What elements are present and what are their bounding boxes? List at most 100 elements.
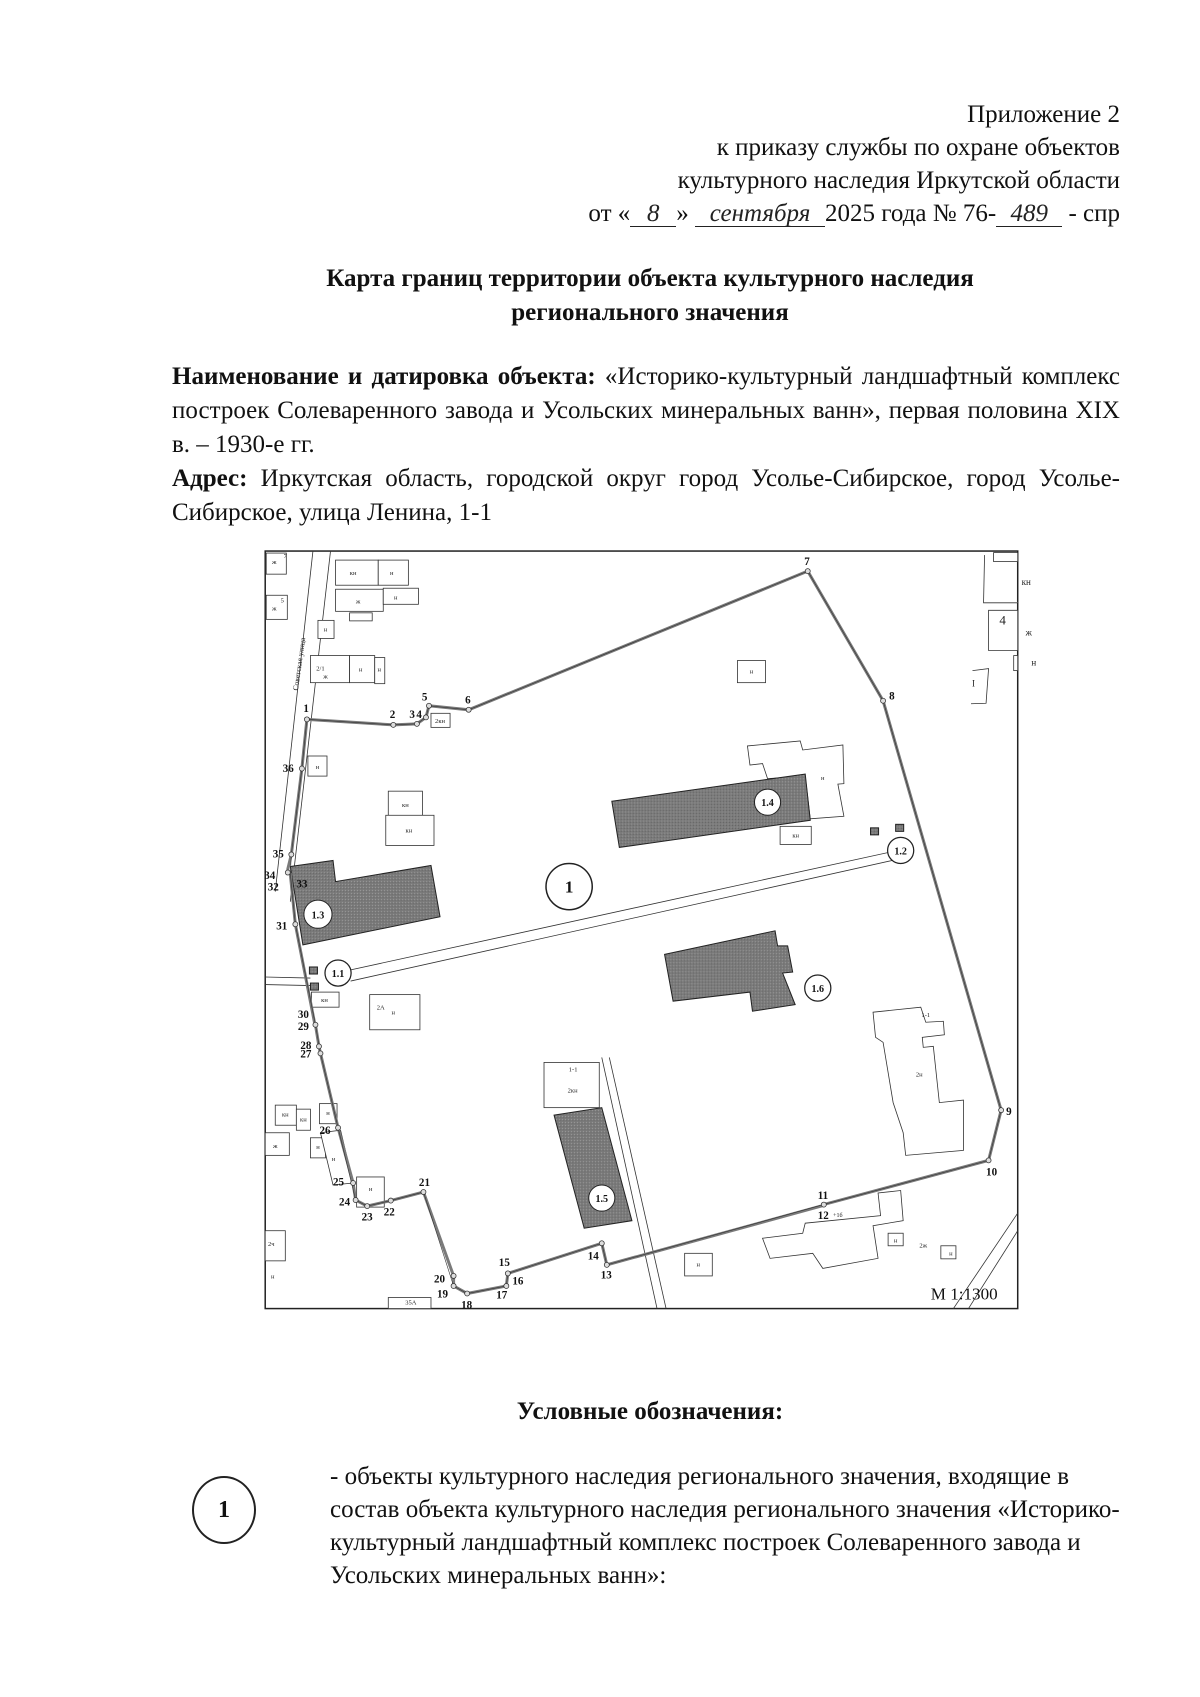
svg-text:1-1: 1-1 [921,1012,930,1019]
svg-text:2ж: 2ж [919,1242,927,1249]
svg-text:9: 9 [1006,1106,1012,1118]
svg-text:кн: кн [321,997,328,1004]
street-lines [265,551,1019,1309]
svg-text:5: 5 [422,692,428,704]
svg-text:4: 4 [416,709,422,721]
svg-text:н: н [394,594,398,601]
svg-text:4: 4 [999,612,1006,627]
svg-text:кн: кн [1022,577,1031,587]
svg-text:17: 17 [496,1290,508,1302]
svg-text:2кн: 2кн [568,1088,578,1095]
date-prefix: от « [588,200,631,227]
authority-line: культурного наследия Иркутской области [677,167,1120,194]
order-line: к приказу службы по охране объектов [716,134,1120,161]
heritage-object-circle-icon: 1 [192,1476,256,1544]
svg-text:6: 6 [465,694,471,706]
svg-text:23: 23 [362,1212,374,1224]
svg-text:н: н [949,1250,953,1257]
svg-text:31: 31 [276,920,287,932]
svg-text:14: 14 [588,1250,600,1262]
map-scale: М 1:1300 [931,1285,998,1304]
svg-text:22: 22 [384,1207,396,1219]
svg-text:1.4: 1.4 [761,798,774,809]
svg-text:н: н [390,570,394,577]
legend-description: - объекты культурного наследия региональ… [330,1463,1120,1589]
address-paragraph: Адрес: Иркутская область, городской окру… [172,462,1120,530]
svg-text:1: 1 [565,878,574,897]
heritage-building-1-6 [663,930,796,1012]
page-title: Карта границ территории объекта культурн… [160,262,1140,330]
svg-text:н: н [316,764,320,771]
svg-text:1-1: 1-1 [569,1066,578,1073]
object-description: Наименование и датировка объекта: «Истор… [172,360,1120,530]
svg-text:кн: кн [282,1112,289,1119]
svg-text:н: н [821,775,825,782]
svg-text:2А: 2А [377,1005,385,1012]
svg-text:35А: 35А [405,1300,417,1307]
buildings [264,552,1019,1309]
object-name-label: Наименование и датировка объекта: [172,363,596,390]
svg-text:5: 5 [281,597,284,604]
svg-text:н: н [324,626,328,633]
svg-text:10: 10 [986,1166,998,1178]
svg-text:27: 27 [300,1048,312,1060]
title-line-1: Карта границ территории объекта культурн… [326,265,974,292]
svg-text:кн: кн [300,1117,307,1124]
svg-text:2ч: 2ч [268,1241,275,1248]
object-markers: 1 1.1 1.2 1.3 1.4 1.5 1.6 [303,788,915,1212]
svg-text:н: н [392,1010,396,1017]
svg-text:1.2: 1.2 [894,846,907,857]
svg-text:25: 25 [333,1177,345,1189]
svg-text:ж: ж [322,674,328,681]
object-name-value: «Историко-культурный ландшафтный комплек… [172,363,1120,458]
svg-text:2/1: 2/1 [316,666,324,673]
date-year-number: 2025 года № 76- [825,200,997,227]
handwritten-day: 8 [630,201,677,227]
object-name-paragraph: Наименование и датировка объекта: «Истор… [172,360,1120,462]
handwritten-number: 489 [996,201,1063,227]
svg-text:1.1: 1.1 [332,969,345,980]
heritage-gate-1-1a [308,966,318,975]
svg-text:7: 7 [284,553,288,560]
svg-text:30: 30 [298,1009,310,1021]
svg-text:11: 11 [818,1190,828,1202]
svg-text:3: 3 [409,709,415,721]
svg-text:21: 21 [419,1177,430,1189]
svg-text:н: н [377,667,381,674]
svg-text:кн: кн [350,570,357,577]
legend-title: Условные обозначения: [516,1398,784,1425]
svg-text:7: 7 [804,556,810,568]
svg-text:н: н [750,669,754,676]
svg-text:1.5: 1.5 [596,1194,609,1205]
svg-text:18: 18 [461,1300,473,1312]
document-header: Приложение 2 к приказу службы по охране … [588,98,1120,230]
svg-text:н: н [696,1261,700,1268]
svg-text:н: н [894,1237,898,1244]
svg-text:1.6: 1.6 [812,984,825,995]
svg-text:36: 36 [283,763,295,775]
date-quote: » [676,200,689,227]
handwritten-month: сентября [695,201,826,227]
title-line-2: регионального значения [511,299,789,326]
svg-text:13: 13 [601,1269,613,1281]
svg-text:кн: кн [402,802,409,809]
svg-text:ж: ж [272,1143,278,1150]
svg-text:2кн: 2кн [435,718,445,725]
svg-text:1: 1 [303,703,309,715]
svg-text:12: 12 [818,1210,830,1222]
svg-text:ж: ж [355,598,361,605]
svg-text:15: 15 [499,1257,511,1269]
svg-text:кн: кн [406,827,413,834]
svg-text:19: 19 [437,1289,449,1301]
svg-text:33: 33 [296,879,308,891]
heritage-gate-1-2b [895,823,905,832]
svg-text:16: 16 [512,1275,524,1287]
svg-text:1.3: 1.3 [312,910,325,921]
svg-text:26: 26 [319,1125,331,1137]
address-value: Иркутская область, городской округ город… [172,465,1121,526]
heritage-gate-1-2a [870,827,880,836]
